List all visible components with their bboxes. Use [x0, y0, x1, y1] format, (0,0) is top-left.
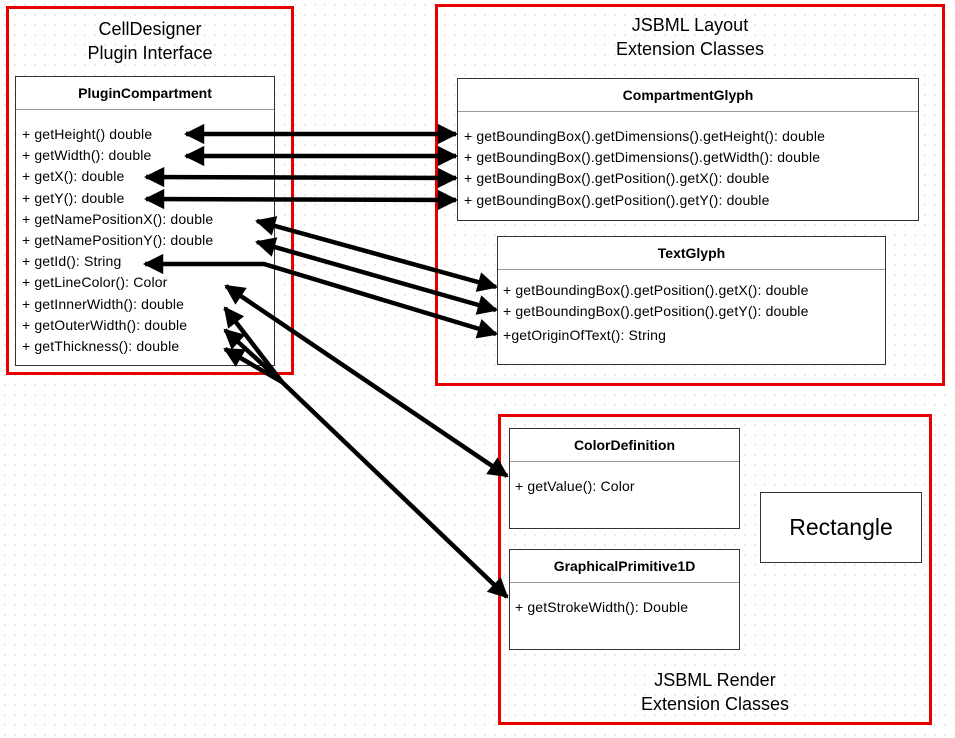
member-position-y: + getBoundingBox().getPosition().getY():…: [503, 303, 809, 320]
arrow-stroke-width-mapping: [280, 380, 509, 599]
rectangle-class[interactable]: Rectangle: [760, 492, 922, 563]
member-origin-of-text: +getOriginOfText(): String: [503, 327, 667, 344]
member-get-outer-width: + getOuterWidth(): double: [22, 316, 188, 333]
text-glyph-class[interactable]: TextGlyph + getBoundingBox().getPosition…: [497, 236, 886, 365]
member-bbox-width: + getBoundingBox().getDimensions().getWi…: [464, 149, 821, 166]
member-get-name-position-y: + getNamePositionY(): double: [22, 231, 214, 248]
class-name: TextGlyph: [498, 237, 885, 270]
class-name: ColorDefinition: [510, 429, 739, 462]
member-position-x: + getBoundingBox().getPosition().getX():…: [503, 282, 809, 298]
member-bbox-y: + getBoundingBox().getPosition().getY():…: [464, 191, 770, 208]
class-name: CompartmentGlyph: [458, 79, 918, 112]
celldesigner-group-title: CellDesigner Plugin Interface: [87, 19, 213, 63]
member-get-stroke-width: + getStrokeWidth(): Double: [515, 599, 689, 615]
jsbml-layout-group-title: JSBML Layout Extension Classes: [615, 15, 765, 59]
member-get-x: + getX(): double: [22, 168, 125, 185]
class-members: + getBoundingBox().getPosition().getX():…: [498, 270, 885, 348]
color-definition-class[interactable]: ColorDefinition + getValue(): Color: [509, 428, 740, 529]
plugin-compartment-class[interactable]: PluginCompartment + getHeight() double +…: [15, 76, 275, 366]
class-members: + getBoundingBox().getDimensions().getHe…: [458, 112, 918, 211]
jsbml-render-group-title: JSBML Render Extension Classes: [640, 670, 790, 714]
compartment-glyph-class[interactable]: CompartmentGlyph + getBoundingBox().getD…: [457, 78, 919, 221]
graphical-primitive-1d-class[interactable]: GraphicalPrimitive1D + getStrokeWidth():…: [509, 549, 740, 650]
member-get-height: + getHeight() double: [22, 126, 153, 142]
class-members: + getHeight() double + getWidth(): doubl…: [16, 110, 274, 357]
member-get-thickness: + getThickness(): double: [22, 337, 180, 354]
class-name: PluginCompartment: [16, 77, 274, 110]
member-get-line-color: + getLineColor(): Color: [22, 274, 168, 291]
member-get-id: + getId(): String: [22, 253, 122, 270]
class-members: + getValue(): Color: [510, 462, 739, 497]
member-get-inner-width: + getInnerWidth(): double: [22, 295, 185, 312]
class-name: GraphicalPrimitive1D: [510, 550, 739, 583]
jsbml-layout-group: JSBML Layout Extension Classes: [435, 4, 945, 386]
member-get-value: + getValue(): Color: [515, 478, 635, 494]
member-get-name-position-x: + getNamePositionX(): double: [22, 210, 214, 227]
member-get-width: + getWidth(): double: [22, 147, 152, 164]
member-bbox-x: + getBoundingBox().getPosition().getX():…: [464, 170, 770, 187]
class-members: + getStrokeWidth(): Double: [510, 583, 739, 618]
member-get-y: + getY(): double: [22, 189, 125, 206]
member-bbox-height: + getBoundingBox().getDimensions().getHe…: [464, 128, 826, 144]
rectangle-label: Rectangle: [789, 514, 893, 540]
